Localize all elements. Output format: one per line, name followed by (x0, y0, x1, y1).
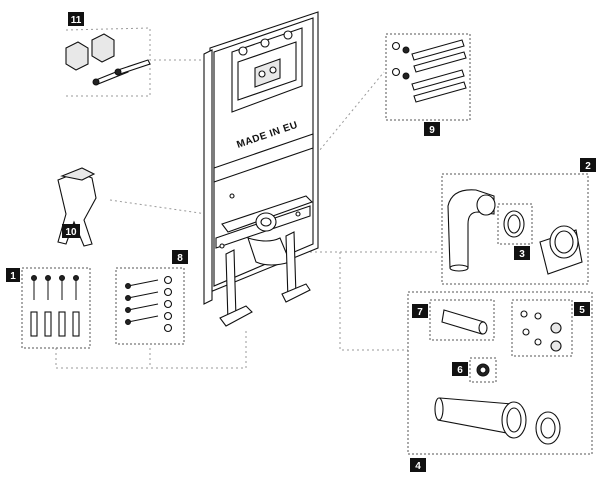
pipe-socket-inner (506, 407, 522, 433)
screw-row (31, 275, 79, 300)
badge-11 (68, 12, 84, 26)
screw-head (114, 68, 122, 76)
screw-head (92, 78, 100, 86)
foot-plate-left (219, 305, 253, 327)
threaded-rod (413, 51, 467, 73)
threaded-rod (411, 39, 465, 61)
dowel-row (30, 311, 80, 337)
badge-11-label: 11 (71, 15, 82, 26)
nut (520, 310, 528, 318)
nut (402, 46, 410, 54)
nut (534, 312, 542, 320)
anchor-screw (117, 59, 151, 75)
badge-8 (172, 250, 188, 264)
bolt-set (125, 275, 173, 333)
threaded-rod (411, 69, 465, 91)
badge-9-label: 9 (429, 125, 435, 136)
part-11-group: 11 (65, 12, 151, 86)
top-boss (283, 30, 293, 40)
badge-5-label: 5 (579, 305, 585, 316)
bracket-top (60, 167, 96, 181)
cap (550, 322, 562, 334)
badge-10 (62, 224, 80, 238)
grommet-hole (479, 366, 487, 374)
pipe-end (478, 321, 488, 335)
flush-pipe (437, 397, 513, 435)
part-1-group: 1 (6, 267, 91, 349)
part-5-box (511, 299, 573, 357)
part-2-box (441, 173, 589, 285)
part-1-box (21, 267, 91, 349)
top-boss (260, 38, 270, 48)
frame-left-rail (203, 49, 213, 305)
bolt-hole (295, 211, 301, 217)
flush-valve (254, 58, 281, 88)
badge-9 (424, 122, 440, 136)
badge-7 (412, 304, 428, 318)
seal-ring-inner (507, 214, 521, 234)
badge-8-label: 8 (177, 253, 183, 264)
threaded-rod (413, 81, 467, 103)
part-9-group: 9 (385, 33, 471, 136)
pipe-end (434, 397, 444, 421)
part-6-box (469, 357, 497, 383)
badge-4 (410, 458, 426, 472)
bend-outlet (449, 264, 469, 272)
badge-1-label: 1 (10, 271, 16, 282)
top-boss (238, 46, 248, 56)
badge-2 (580, 158, 596, 172)
valve-knob (269, 66, 277, 74)
part-9-box (385, 33, 471, 121)
badge-7-label: 7 (417, 307, 423, 318)
washer (391, 41, 401, 51)
nut (534, 338, 542, 346)
end-collar-inner (540, 417, 556, 439)
connector-pipe (441, 309, 485, 335)
part-7-box (429, 299, 495, 341)
badge-5 (574, 302, 590, 316)
bolt-hole (229, 193, 235, 199)
nut (522, 328, 530, 336)
badge-1 (6, 268, 20, 282)
part-8-group: 8 (115, 250, 188, 345)
badge-2-label: 2 (585, 161, 591, 172)
collar-inner (554, 230, 574, 254)
drain-connector-inner (260, 217, 272, 227)
badge-4-label: 4 (415, 461, 421, 472)
nut (402, 72, 410, 80)
bolt-hole (219, 243, 225, 249)
wall-clamp (91, 33, 115, 63)
cap (550, 340, 562, 352)
badge-3 (514, 246, 530, 260)
part-2-group: 2 3 (441, 158, 596, 285)
part-8-box (115, 267, 185, 345)
washer (391, 67, 401, 77)
part-3-box (497, 203, 533, 245)
wall-clamp (65, 41, 89, 71)
badge-6-label: 6 (457, 365, 463, 376)
installation-frame: MADE IN EU (203, 11, 319, 327)
part-4-group: 4 7 5 6 (407, 291, 593, 472)
badge-3-label: 3 (519, 249, 525, 260)
bend-mouth (476, 194, 496, 216)
mid-crossbar (213, 133, 314, 183)
part-4-box (407, 291, 593, 455)
part-10-group: 10 (57, 167, 97, 247)
badge-10-label: 10 (65, 227, 77, 238)
foot-plate-right (281, 283, 311, 303)
badge-6 (452, 362, 468, 376)
valve-knob (258, 70, 266, 78)
